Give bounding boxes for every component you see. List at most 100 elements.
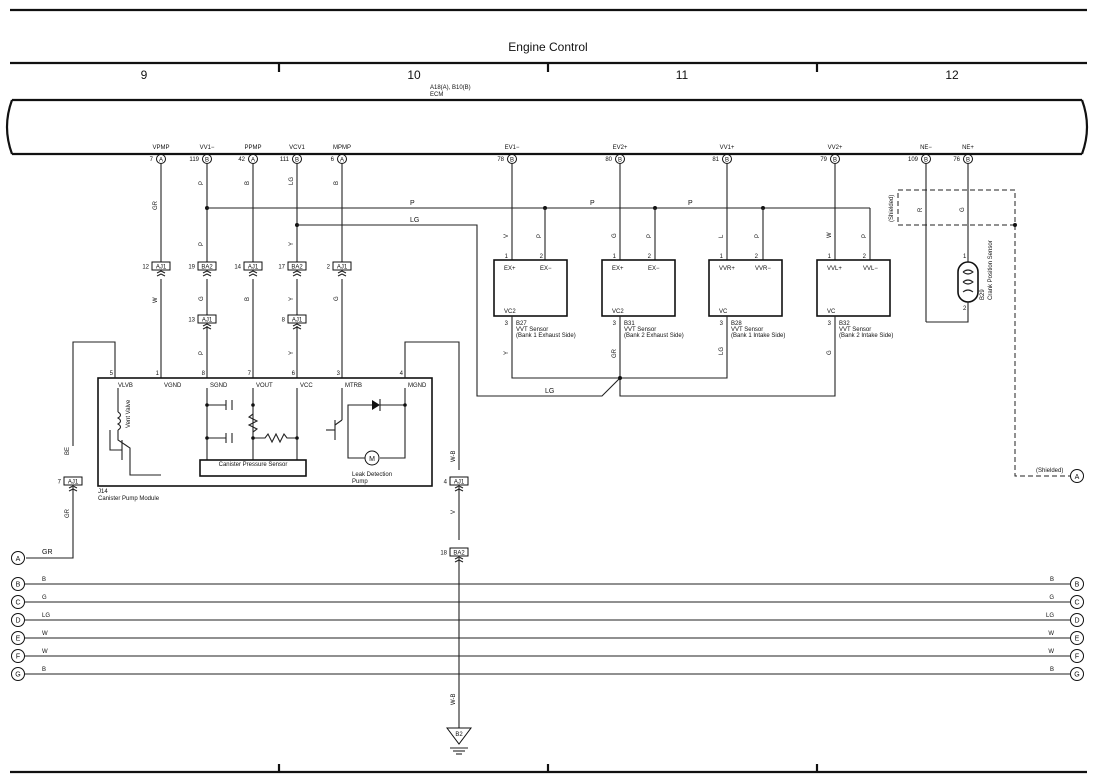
pump-module-name: Canister Pump Module bbox=[98, 496, 160, 502]
vvt-pin-3-name: VC bbox=[719, 309, 728, 315]
junction-number: 2 bbox=[327, 264, 331, 270]
leak-pump-label-2: Pump bbox=[352, 479, 368, 485]
wire bbox=[297, 224, 621, 397]
ecm-pin-circle bbox=[292, 154, 302, 164]
junction-chevron-icon bbox=[292, 326, 302, 330]
pump-pin-number: 1 bbox=[156, 371, 160, 377]
crank-sensor-body bbox=[957, 261, 979, 303]
s2-color-p: P bbox=[647, 234, 653, 238]
junction-chevron-icon bbox=[454, 559, 464, 563]
pump-pin-name: MTRB bbox=[345, 383, 362, 389]
connector-circle-right bbox=[1070, 631, 1084, 645]
ecm-pin-name: MPMP bbox=[333, 145, 351, 151]
ecm-pin-connector: A bbox=[251, 158, 255, 164]
wire-color-vcc-2: Y bbox=[289, 351, 295, 355]
vvt-sensor-box bbox=[493, 259, 568, 317]
ne-color-g: G bbox=[960, 207, 966, 212]
pump-pin-number: 6 bbox=[292, 371, 296, 377]
pump-pin-name: VOUT bbox=[256, 383, 273, 389]
junction-box bbox=[151, 261, 171, 271]
wire bbox=[72, 341, 116, 446]
bus-color-p1: P bbox=[410, 200, 415, 207]
ecm-name: ECM bbox=[430, 92, 443, 98]
junction-chevron-icon bbox=[248, 270, 258, 274]
wire bbox=[117, 430, 131, 456]
crank-sensor-name: Crank Position Sensor bbox=[988, 240, 994, 300]
ecm-pin-number: 80 bbox=[605, 157, 612, 163]
junction-number: 13 bbox=[188, 317, 195, 323]
s2-color-g: G bbox=[612, 233, 618, 238]
vvt-pin-3-name: VC bbox=[827, 309, 836, 315]
s1-color-v: V bbox=[504, 234, 510, 238]
junction-box bbox=[332, 261, 352, 271]
vvt-sensor-side: (Bank 2 Exhaust Side) bbox=[624, 333, 684, 339]
sensor-coil-icon bbox=[962, 269, 974, 293]
vvt-pin-3-num: 3 bbox=[720, 321, 724, 327]
connector-a-left: A bbox=[11, 551, 25, 565]
ecm-pin-connector: A bbox=[159, 158, 163, 164]
junction-chevron-icon bbox=[292, 273, 302, 277]
vvt-sensor-name: VVT Sensor bbox=[516, 327, 548, 333]
ecm-pin-circle bbox=[507, 154, 517, 164]
junction-chevron-icon bbox=[292, 323, 302, 327]
ecm-pin-connector: B bbox=[205, 158, 209, 164]
ecm-pin-name: VV1+ bbox=[720, 145, 735, 151]
junction-AJ1-8: AJ1 8 bbox=[282, 314, 307, 330]
ecm-pin-circle bbox=[248, 154, 258, 164]
ecm-pin-name: EV1− bbox=[505, 145, 520, 151]
ecm-pin-number: 119 bbox=[189, 157, 199, 163]
junction-connector: BA2 bbox=[291, 264, 303, 270]
column-10: 10 bbox=[407, 68, 421, 82]
junction-connector: BA2 bbox=[453, 550, 465, 556]
s3-color-l: L bbox=[719, 234, 725, 238]
junction-number: 8 bbox=[282, 317, 286, 323]
bus-color-left: B bbox=[42, 577, 46, 583]
junction-chevron-icon bbox=[454, 488, 464, 492]
vvt-pin-3-num: 3 bbox=[828, 321, 832, 327]
vvt-pin-2-name: VVR− bbox=[755, 266, 771, 272]
wire-color-vpmp: GR bbox=[153, 200, 159, 210]
ecm-pin-name: VCV1 bbox=[289, 145, 305, 151]
bus-color-right: B bbox=[1050, 667, 1054, 673]
vent-valve-label: Vent Valve bbox=[126, 399, 132, 428]
splice bbox=[251, 403, 255, 407]
wire bbox=[129, 456, 161, 476]
vvt-pin-1-name: EX+ bbox=[504, 266, 516, 272]
junction-chevron-icon bbox=[454, 556, 464, 560]
vvt-pin-2-num: 2 bbox=[540, 254, 544, 260]
pump-pin-number: 5 bbox=[110, 371, 114, 377]
junction-chevron-icon bbox=[68, 488, 78, 492]
junction-connector: AJ1 bbox=[337, 264, 348, 270]
wire-color-wb-ground: W-B bbox=[451, 693, 457, 705]
vent-valve-coil-icon bbox=[116, 411, 122, 431]
vvt-sensor-side: (Bank 2 Intake Side) bbox=[839, 333, 893, 339]
ecm-pin-number: 6 bbox=[331, 157, 335, 163]
connector-label-left: B bbox=[16, 582, 21, 589]
ecm-right-break bbox=[1080, 99, 1089, 155]
wire-color-wb-1: W-B bbox=[451, 450, 457, 462]
vvt-pin-2-num: 2 bbox=[648, 254, 652, 260]
connector-circle-left bbox=[11, 631, 25, 645]
junction-box bbox=[449, 547, 469, 557]
bus-color-right: B bbox=[1050, 577, 1054, 583]
junction-connector: AJ1 bbox=[292, 317, 303, 323]
junction-number: 18 bbox=[440, 550, 447, 556]
pressure-sensor-label: Canister Pressure Sensor bbox=[219, 462, 288, 468]
